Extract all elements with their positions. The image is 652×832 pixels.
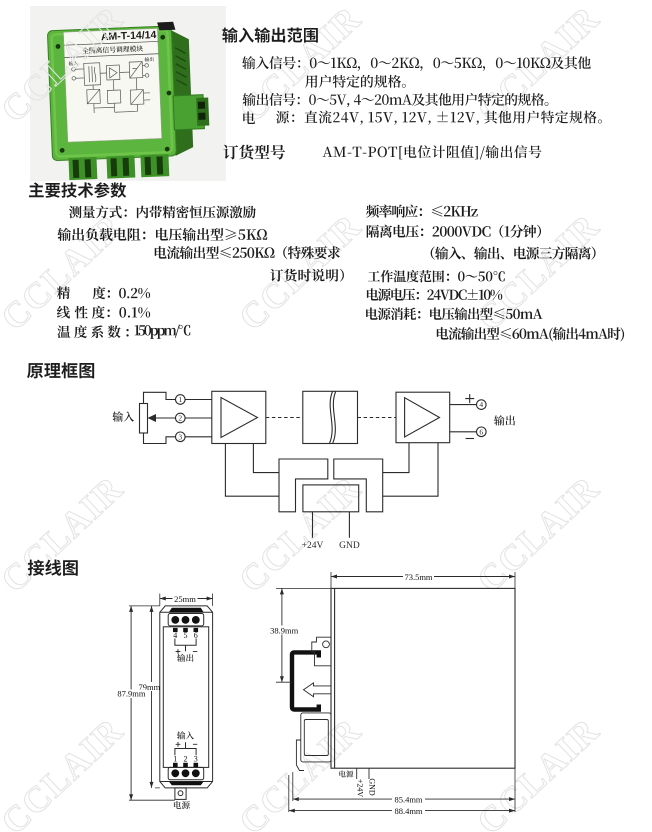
svg-text:3: 3 xyxy=(194,754,198,763)
svg-text:CCLAIR: CCLAIR xyxy=(231,206,369,338)
svg-text:88.4mm: 88.4mm xyxy=(394,806,422,816)
svg-text:CCLAIR: CCLAIR xyxy=(0,468,131,600)
svg-text:2: 2 xyxy=(178,414,182,423)
svg-text:+24V: +24V xyxy=(302,541,324,551)
svg-text:CCLAIR: CCLAIR xyxy=(469,710,607,832)
svg-text:2: 2 xyxy=(184,754,188,763)
svg-text:GND: GND xyxy=(339,541,360,551)
svg-text:GND: GND xyxy=(367,778,376,796)
svg-text:25mm: 25mm xyxy=(174,594,196,604)
svg-text:+24V: +24V xyxy=(356,779,365,798)
svg-text:6: 6 xyxy=(194,631,198,640)
svg-text:AM-T-14/14: AM-T-14/14 xyxy=(101,29,157,43)
svg-text:79mm: 79mm xyxy=(139,682,161,692)
svg-text:38.9mm: 38.9mm xyxy=(270,625,298,635)
svg-text:5: 5 xyxy=(184,631,188,640)
svg-text:6: 6 xyxy=(479,427,483,436)
svg-text:CCLAIR: CCLAIR xyxy=(0,710,131,832)
svg-text:1: 1 xyxy=(178,395,182,404)
svg-text:CCLAIR: CCLAIR xyxy=(0,206,131,338)
svg-text:4: 4 xyxy=(479,400,483,409)
svg-text:4: 4 xyxy=(173,631,177,640)
svg-text:CCLAIR: CCLAIR xyxy=(469,468,607,600)
svg-text:85.4mm: 85.4mm xyxy=(394,794,422,804)
svg-text:73.5mm: 73.5mm xyxy=(404,572,432,582)
svg-text:87.9mm: 87.9mm xyxy=(117,689,145,699)
svg-text:1: 1 xyxy=(173,754,177,763)
svg-text:3: 3 xyxy=(178,432,182,441)
svg-text:CCLAIR: CCLAIR xyxy=(231,468,369,600)
